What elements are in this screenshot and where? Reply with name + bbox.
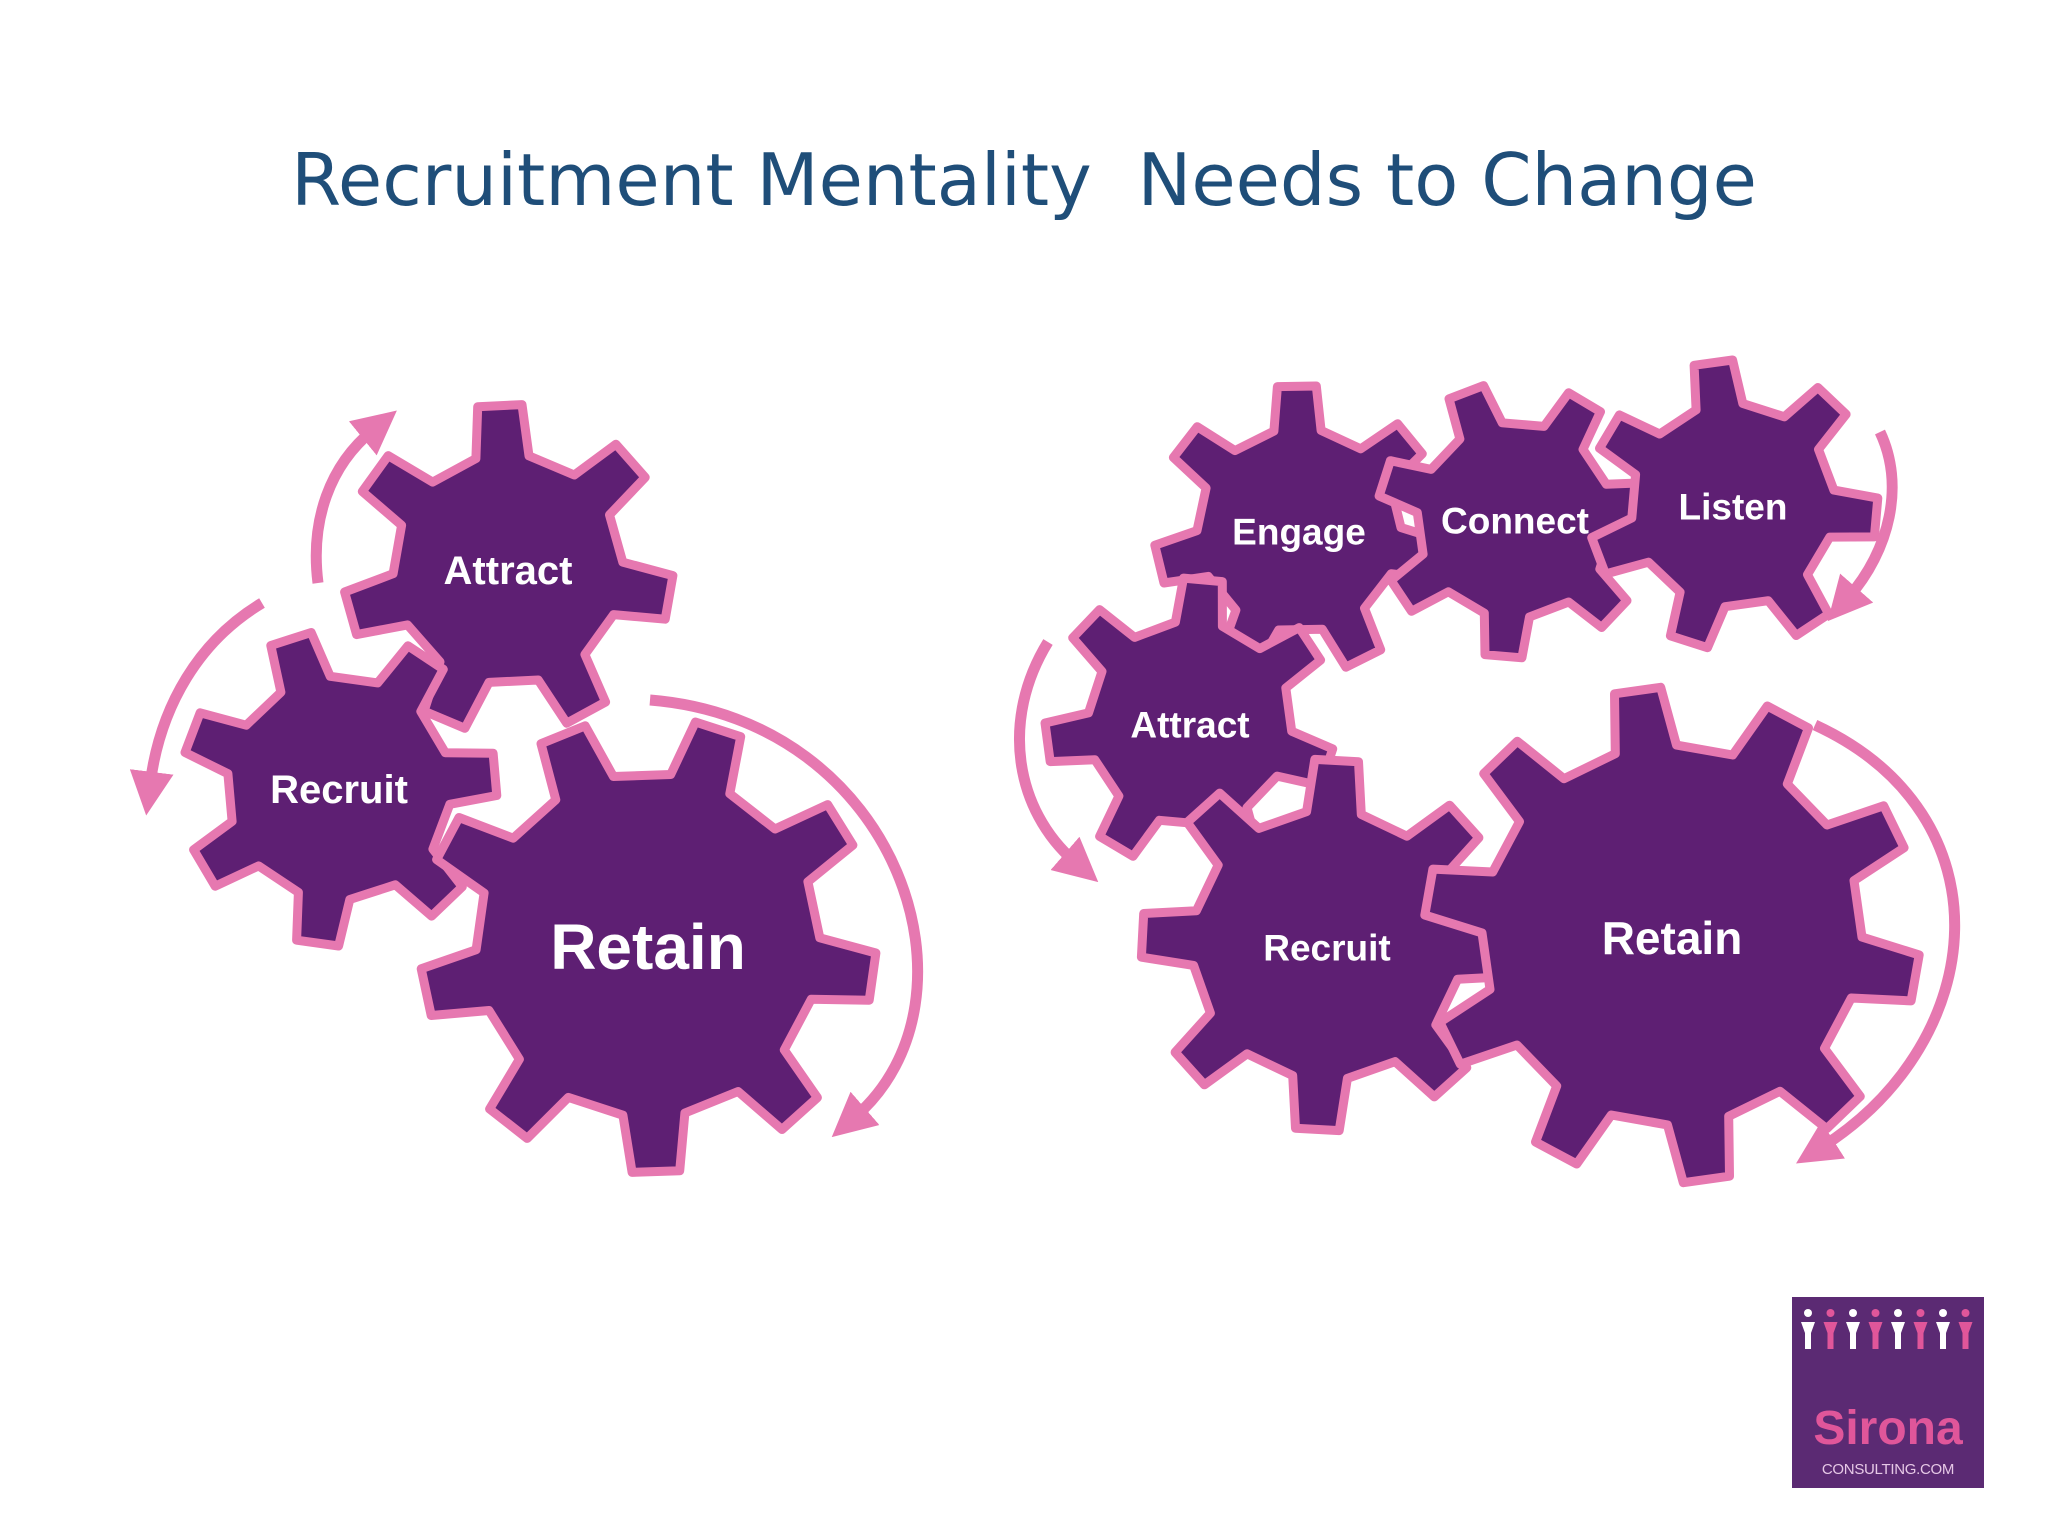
logo-subtitle: CONSULTING.COM [1821,1461,1955,1478]
right-labels: Engage Connect Listen Attract Recruit Re… [1130,487,1787,969]
person-icon [1868,1309,1883,1349]
gear-layer [180,355,1924,1188]
left-labels: Attract Recruit Retain [270,549,746,983]
right-arrow-attract [1013,639,1099,883]
people-icon [1801,1309,1973,1349]
right-gear-label-listen: Listen [1679,487,1788,528]
right-gear-connect [1374,381,1658,663]
right-gear-label-attract: Attract [1130,705,1249,746]
right-gear-label-retain: Retain [1602,912,1743,964]
left-arrow-recruit [129,598,265,816]
left-gear-attract [340,400,678,733]
left-gear-label-retain: Retain [550,911,746,983]
logo-brand: Sirona [1813,1402,1963,1455]
person-icon [1846,1309,1860,1349]
person-icon [1823,1309,1838,1349]
right-arrows [1013,429,1961,1164]
right-gear-label-engage: Engage [1232,512,1366,553]
person-icon [1801,1309,1815,1349]
right-gear-recruit [1136,754,1518,1136]
left-arrow-attract [310,410,397,584]
person-icon [1936,1309,1950,1349]
right-gear-retain [1420,682,1924,1188]
left-arrows [129,410,923,1138]
right-gear-engage [1150,381,1449,674]
right-arrow-retain [1796,720,1961,1164]
sirona-logo: Sirona CONSULTING.COM [1792,1297,1984,1488]
person-icon [1891,1309,1905,1349]
left-gear-label-attract: Attract [444,549,573,593]
right-arrow-listen [1827,429,1898,622]
person-icon [1913,1309,1928,1349]
left-gear-retain [416,717,881,1177]
left-gear-label-recruit: Recruit [270,768,408,812]
right-gear-listen [1587,355,1883,653]
slide-title: Recruitment Mentality Needs to Change [291,138,1757,222]
left-arrow-retain [649,694,923,1138]
right-gear-label-recruit: Recruit [1263,928,1390,969]
right-gear-label-connect: Connect [1441,501,1589,542]
person-icon [1958,1309,1973,1349]
